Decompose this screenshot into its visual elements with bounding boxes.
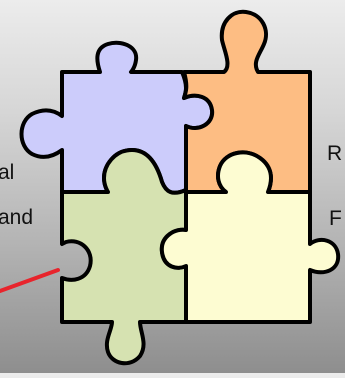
connector-line (0, 270, 58, 291)
label-right-top: R (327, 143, 342, 164)
label-left-bottom: and (0, 207, 33, 228)
label-right-bottom: F (329, 208, 342, 229)
label-left-top: al (0, 162, 14, 183)
